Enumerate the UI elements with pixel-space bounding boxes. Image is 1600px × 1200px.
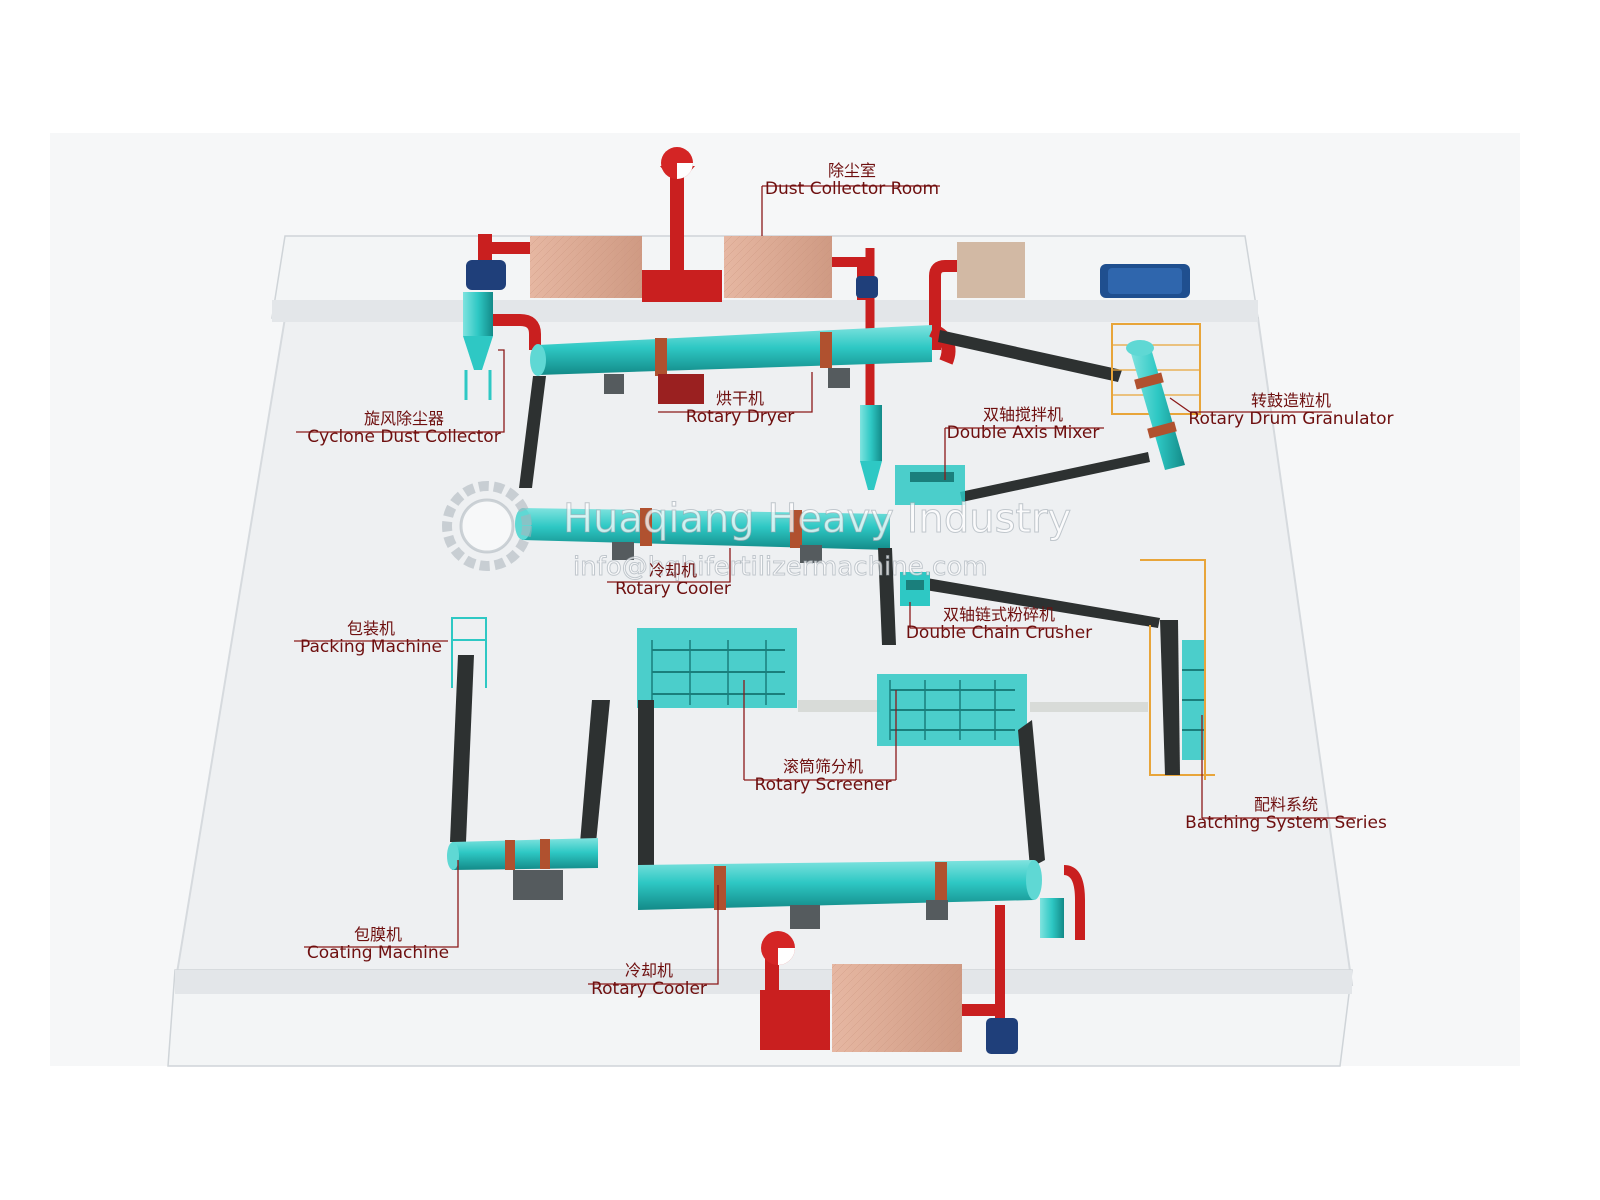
label-zh: 烘干机: [715, 389, 764, 408]
label-en: Rotary Drum Granulator: [1188, 409, 1394, 430]
label-dust-collector-room: 除尘室 Dust Collector Room: [762, 161, 942, 200]
label-en: Rotary Screener: [754, 775, 892, 796]
label-zh: 滚筒筛分机: [782, 757, 863, 776]
label-rotary-screener: 滚筒筛分机 Rotary Screener: [748, 757, 898, 796]
label-coating-machine: 包膜机 Coating Machine: [300, 925, 456, 964]
label-batching-system: 配料系统 Batching System Series: [1180, 795, 1392, 834]
conveyor-batching-flat: [1030, 702, 1148, 712]
leader-lines: [294, 185, 1356, 985]
label-en: Double Axis Mixer: [946, 423, 1100, 444]
watermark-logo-icon: [437, 476, 537, 576]
label-zh: 双轴搅拌机: [982, 405, 1063, 424]
watermark-company: Huaqiang Heavy Industry: [562, 496, 1072, 543]
label-zh: 包装机: [346, 619, 395, 638]
conveyor-batching-to-crusher: [913, 576, 1160, 628]
batching-system-unit: [1140, 559, 1215, 780]
rotary-screener-unit: [637, 628, 1027, 746]
label-packing-machine: 包装机 Packing Machine: [290, 619, 452, 658]
label-zh: 冷却机: [624, 961, 673, 980]
rotary-cooler-bottom-unit: [638, 860, 1085, 1020]
label-rotary-drum-granulator: 转鼓造粒机 Rotary Drum Granulator: [1178, 391, 1404, 430]
conveyor-dryer-to-cooler: [519, 376, 546, 488]
conveyor-to-granulator: [938, 330, 1122, 382]
label-en: Rotary Cooler: [615, 579, 731, 600]
label-zh: 旋风除尘器: [363, 409, 444, 428]
rotary-drum-granulator-unit: [1111, 323, 1201, 470]
conveyor-cooler-up: [1018, 720, 1045, 868]
label-zh: 双轴链式粉碎机: [942, 605, 1055, 624]
dust-collector-room-equipment: [466, 147, 1190, 420]
label-en: Dust Collector Room: [764, 179, 940, 200]
label-zh: 转鼓造粒机: [1250, 391, 1331, 410]
packing-machine-unit: [451, 617, 487, 688]
label-zh: 冷却机: [648, 561, 697, 580]
double-chain-crusher-unit: [900, 572, 930, 606]
label-double-axis-mixer: 双轴搅拌机 Double Axis Mixer: [940, 405, 1106, 444]
conveyor-to-coating: [580, 700, 610, 843]
bottom-dust-room-equipment: [760, 931, 1018, 1054]
conveyor-screener-link: [798, 700, 880, 712]
top-wall-ledge: [272, 300, 1258, 322]
conveyor-mixer-to-granulator: [960, 452, 1150, 502]
double-axis-mixer-unit: [860, 405, 965, 505]
label-rotary-dryer: 烘干机 Rotary Dryer: [666, 389, 814, 428]
cyclone-dust-collector-unit: [463, 292, 541, 400]
watermark-email: info@hqhifertilizermachine.com: [573, 552, 989, 583]
label-zh: 配料系统: [1253, 795, 1318, 814]
label-rotary-cooler-top: 冷却机 Rotary Cooler: [600, 561, 746, 600]
label-en: Packing Machine: [300, 637, 442, 658]
label-rotary-cooler-bottom: 冷却机 Rotary Cooler: [582, 961, 716, 1000]
label-zh: 除尘室: [827, 161, 876, 180]
label-en: Rotary Dryer: [685, 407, 795, 428]
label-en: Rotary Cooler: [591, 979, 707, 1000]
label-en: Coating Machine: [306, 943, 450, 964]
coating-machine-unit: [447, 838, 598, 900]
conveyor-to-crusher: [878, 548, 896, 645]
conveyor-screener-down: [638, 700, 654, 865]
conveyor-to-packing: [450, 655, 474, 842]
label-double-chain-crusher: 双轴链式粉碎机 Double Chain Crusher: [898, 605, 1100, 644]
label-en: Batching System Series: [1185, 813, 1387, 834]
label-cyclone-dust-collector: 旋风除尘器 Cyclone Dust Collector: [296, 409, 512, 448]
label-en: Cyclone Dust Collector: [307, 427, 501, 448]
label-en: Double Chain Crusher: [905, 623, 1093, 644]
label-zh: 包膜机: [353, 925, 402, 944]
